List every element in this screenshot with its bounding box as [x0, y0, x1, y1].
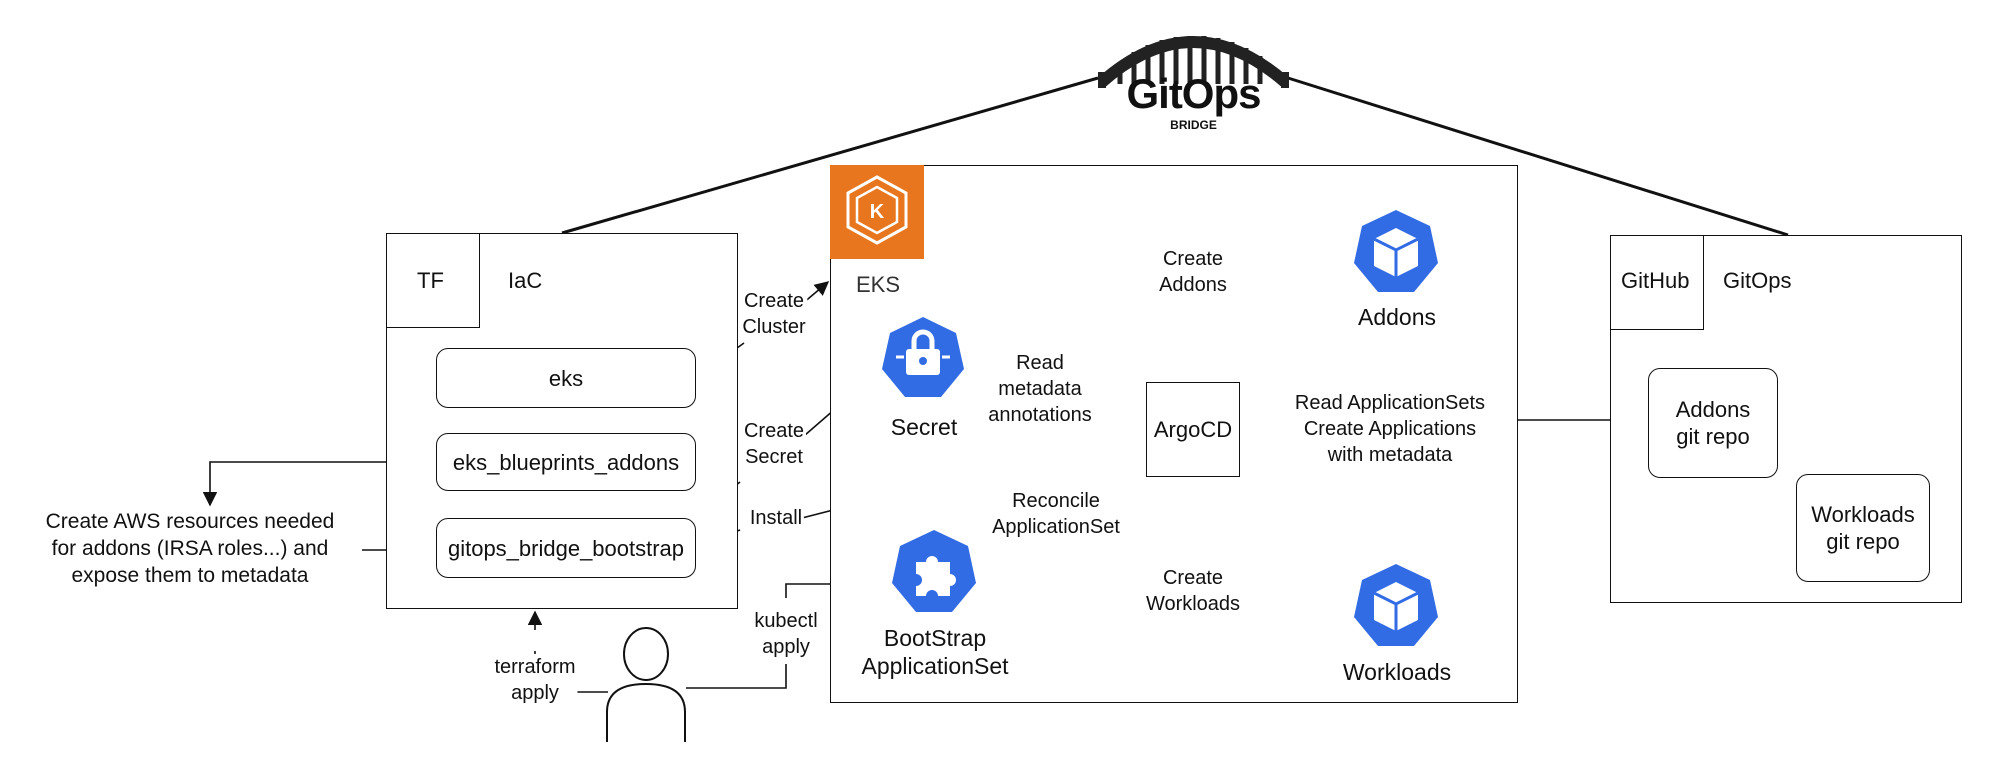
label-reconcile-1: Reconcile	[1012, 490, 1100, 512]
label-create-secret: Create Secret	[741, 418, 807, 470]
logo-subtitle: BRIDGE	[1170, 118, 1217, 132]
puzzle-icon	[892, 530, 976, 612]
eks-icon: K	[830, 165, 924, 259]
label-create-secret-1: Create	[743, 420, 805, 442]
label-create-addons: Create Addons	[1157, 246, 1229, 298]
module-eks-label: eks	[548, 365, 584, 391]
module-eks-blueprints-addons-label: eks_blueprints_addons	[452, 449, 680, 475]
aws-note: Create AWS resources needed for addons (…	[40, 508, 340, 589]
argocd-label: ArgoCD	[1153, 416, 1233, 442]
bridge-line-right	[1287, 76, 1789, 237]
label-read-metadata-2: metadata	[998, 378, 1082, 400]
bootstrap-label-line-1: BootStrap	[883, 625, 987, 651]
github-tag-label: GitHub	[1621, 268, 1690, 293]
label-kubectl-apply: kubectl apply	[752, 608, 820, 660]
label-create-secret-2: Secret	[745, 446, 803, 468]
label-create-workloads-2: Workloads	[1145, 593, 1241, 615]
eks-title: EKS	[856, 272, 901, 297]
logo-title: GitOps	[1126, 70, 1261, 117]
label-read-metadata-1: Read	[1016, 352, 1064, 374]
gitops-bridge-logo: GitOps BRIDGE	[1096, 14, 1291, 144]
repo-addons-line-1: Addons	[1675, 397, 1751, 422]
eks-hexagon-icon: K	[846, 175, 908, 245]
gitops-title: GitOps	[1723, 268, 1792, 293]
addons-label: Addons	[1357, 304, 1437, 330]
label-create-cluster: Create Cluster	[740, 288, 808, 340]
iac-title: IaC	[508, 268, 543, 293]
label-kubectl-apply-1: kubectl	[754, 610, 818, 632]
bootstrap-label: BootStrap ApplicationSet	[861, 624, 1008, 680]
aws-note-line-2: for addons (IRSA roles...) and	[51, 537, 329, 560]
arrow-kubectl-apply	[686, 664, 787, 689]
label-create-addons-2: Addons	[1159, 274, 1227, 296]
workloads-label: Workloads	[1342, 659, 1452, 685]
bridge-icon	[1098, 36, 1289, 88]
github-tag	[1610, 235, 1704, 330]
bootstrap-icon[interactable]	[890, 528, 978, 616]
label-create-workloads-1: Create	[1162, 567, 1224, 589]
bootstrap-label-line-2: ApplicationSet	[861, 653, 1009, 679]
label-read-metadata: Read metadata annotations	[986, 350, 1094, 428]
tf-tag-label: TF	[417, 268, 444, 293]
k8s-secret-icon	[882, 317, 964, 397]
secret-label: Secret	[890, 414, 958, 440]
bridge-line-left	[561, 76, 1099, 235]
repo-addons-line-2: git repo	[1676, 424, 1750, 449]
arrow-blueprints-aws	[202, 461, 436, 507]
secret-icon[interactable]	[880, 315, 966, 401]
label-reconcile: Reconcile ApplicationSet	[990, 488, 1122, 540]
repo-workloads-line-1: Workloads	[1811, 502, 1915, 527]
user-actor	[604, 626, 688, 744]
module-gitops-bridge-bootstrap[interactable]: gitops_bridge_bootstrap	[436, 518, 696, 578]
label-install: Install	[747, 505, 805, 531]
label-terraform-apply-2: apply	[511, 682, 559, 704]
label-create-cluster-2: Cluster	[742, 316, 806, 338]
cube-icon	[1354, 210, 1438, 292]
eks-icon-letter: K	[870, 201, 885, 223]
label-read-appsets-1: Read ApplicationSets	[1294, 392, 1486, 414]
module-eks-blueprints-addons[interactable]: eks_blueprints_addons	[436, 433, 696, 491]
person-icon	[606, 627, 686, 742]
label-kubectl-apply-2: apply	[762, 636, 810, 658]
aws-note-line-3: expose them to metadata	[71, 564, 309, 587]
repo-workloads-line-2: git repo	[1826, 529, 1900, 554]
label-read-appsets-2: Create Applications	[1303, 418, 1477, 440]
label-read-appsets: Read ApplicationSets Create Applications…	[1292, 390, 1488, 468]
label-create-cluster-1: Create	[743, 290, 805, 312]
workloads-icon[interactable]	[1352, 562, 1440, 650]
label-create-workloads: Create Workloads	[1143, 565, 1243, 617]
module-eks[interactable]: eks	[436, 348, 696, 408]
cube-icon	[1354, 564, 1438, 646]
repo-addons[interactable]: Addons git repo	[1648, 368, 1778, 478]
label-read-appsets-3: with metadata	[1327, 444, 1453, 466]
argocd-node[interactable]: ArgoCD	[1146, 382, 1240, 477]
label-terraform-apply-1: terraform	[494, 656, 576, 678]
addons-icon[interactable]	[1352, 208, 1440, 296]
label-terraform-apply: terraform apply	[492, 654, 578, 706]
repo-workloads[interactable]: Workloads git repo	[1796, 474, 1930, 582]
aws-note-line-1: Create AWS resources needed	[45, 510, 335, 533]
tf-tag	[386, 233, 480, 328]
label-create-addons-1: Create	[1162, 248, 1224, 270]
label-read-metadata-3: annotations	[988, 404, 1092, 426]
label-reconcile-2: ApplicationSet	[992, 516, 1120, 538]
module-gitops-bridge-bootstrap-label: gitops_bridge_bootstrap	[447, 535, 685, 561]
